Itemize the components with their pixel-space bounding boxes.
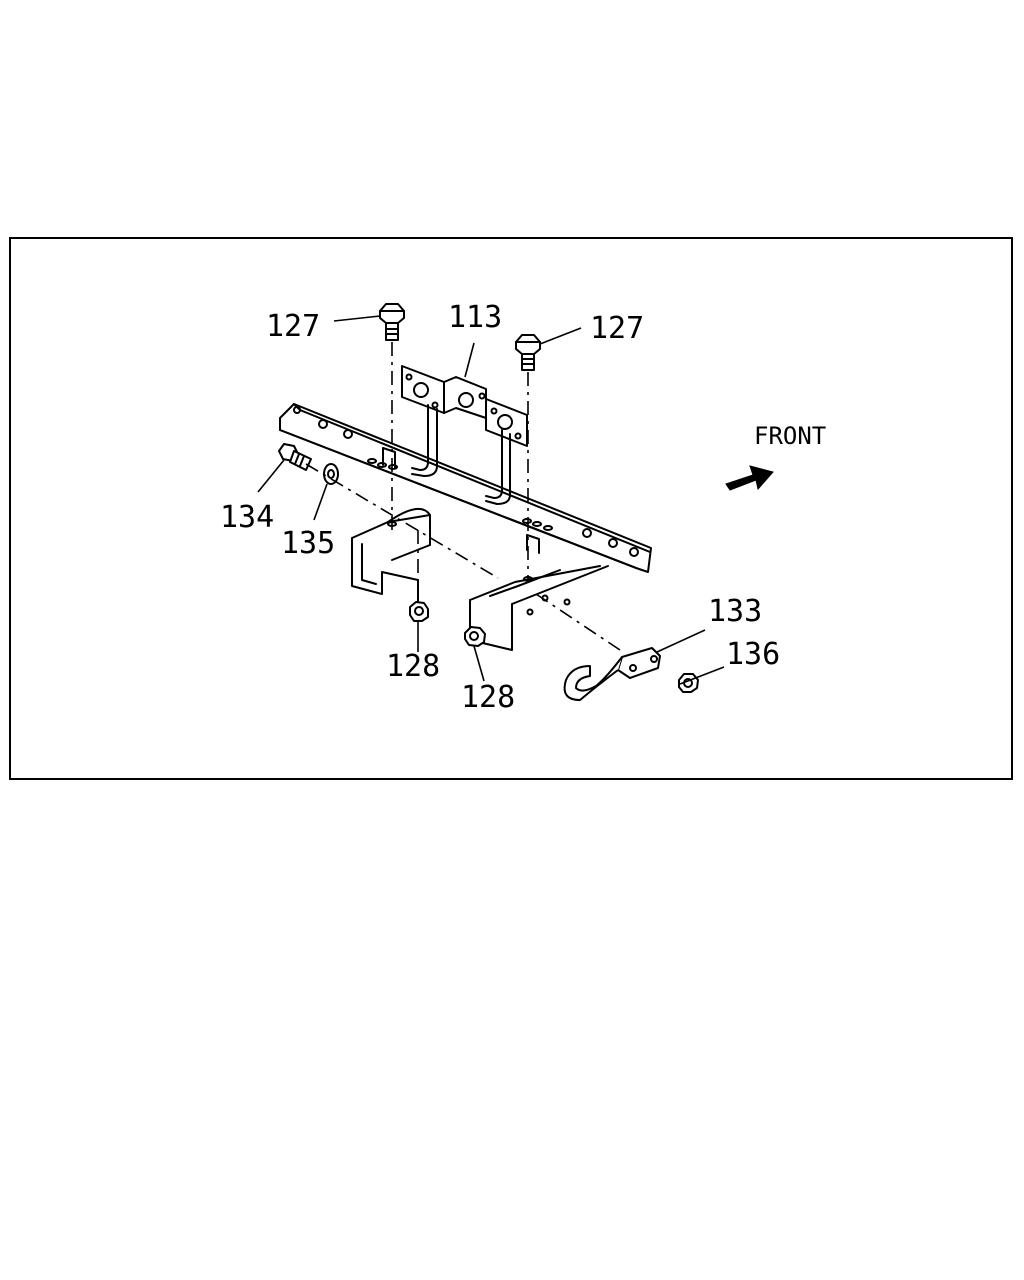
label-134: 134 bbox=[220, 500, 274, 535]
label-127-right: 127 bbox=[590, 311, 644, 346]
nut-128-right bbox=[464, 626, 486, 647]
washer-135 bbox=[323, 463, 339, 485]
cross-rail bbox=[279, 403, 652, 573]
frame-channel-right bbox=[469, 565, 609, 651]
bolt-127-right bbox=[515, 334, 541, 371]
nut-128-left bbox=[409, 601, 429, 622]
bracket-113 bbox=[401, 365, 528, 505]
frame-channel-left bbox=[351, 507, 431, 603]
label-135: 135 bbox=[281, 526, 335, 561]
label-133: 133 bbox=[708, 594, 762, 629]
tow-hook-133 bbox=[563, 647, 661, 701]
label-128-right: 128 bbox=[461, 680, 515, 715]
label-127-left: 127 bbox=[266, 309, 320, 344]
label-128-left: 128 bbox=[386, 649, 440, 684]
leader-lines bbox=[257, 315, 725, 685]
bolt-127-left bbox=[379, 303, 405, 341]
bolt-134 bbox=[278, 443, 312, 471]
label-136: 136 bbox=[726, 637, 780, 672]
label-113: 113 bbox=[448, 300, 502, 335]
diagram-frame bbox=[9, 237, 1013, 780]
arrow-right-icon bbox=[725, 465, 774, 491]
front-label: FRONT bbox=[754, 422, 826, 450]
assembly-lines bbox=[305, 342, 621, 651]
